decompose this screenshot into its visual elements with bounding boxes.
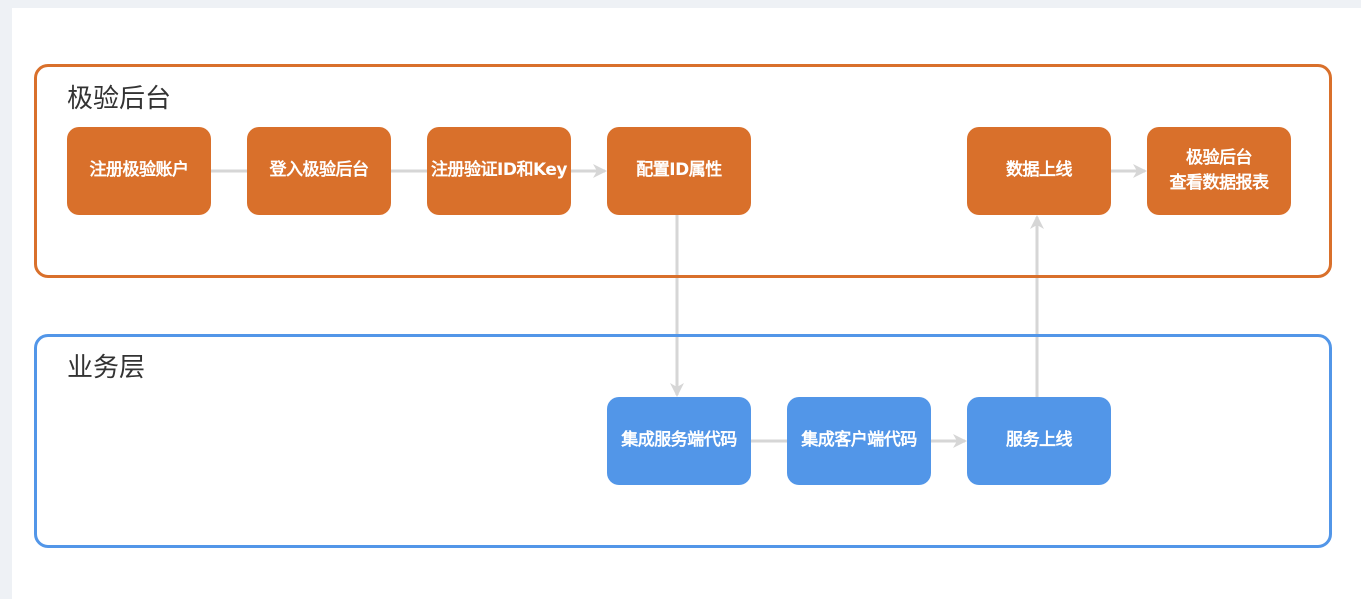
node-data-online[interactable]: 数据上线 [967,127,1111,215]
lane-business-layer [34,334,1332,548]
lane-title-geetest-backend: 极验后台 [67,84,172,114]
node-label: 服务上线 [1006,430,1073,451]
node-register-account[interactable]: 注册极验账户 [67,127,211,215]
node-label: 数据上线 [1006,160,1073,181]
node-label-line1: 极验后台 [1186,147,1253,168]
node-server-code[interactable]: 集成服务端代码 [607,397,751,485]
node-label: 注册极验账户 [89,160,190,181]
diagram-canvas [12,8,1361,599]
node-login-backend[interactable]: 登入极验后台 [247,127,391,215]
lane-geetest-backend [34,64,1332,278]
lane-title-business-layer: 业务层 [67,353,146,383]
node-label: 登入极验后台 [269,160,370,181]
node-view-reports[interactable]: 极验后台 查看数据报表 [1147,127,1291,215]
node-label: 注册验证ID和Key [431,160,567,181]
node-label: 集成服务端代码 [621,430,737,451]
node-service-online[interactable]: 服务上线 [967,397,1111,485]
node-label-line2: 查看数据报表 [1169,173,1270,193]
node-label: 配置ID属性 [636,160,722,181]
node-client-code[interactable]: 集成客户端代码 [787,397,931,485]
node-register-id-key[interactable]: 注册验证ID和Key [427,127,571,215]
node-configure-id[interactable]: 配置ID属性 [607,127,751,215]
node-label: 集成客户端代码 [801,430,917,451]
